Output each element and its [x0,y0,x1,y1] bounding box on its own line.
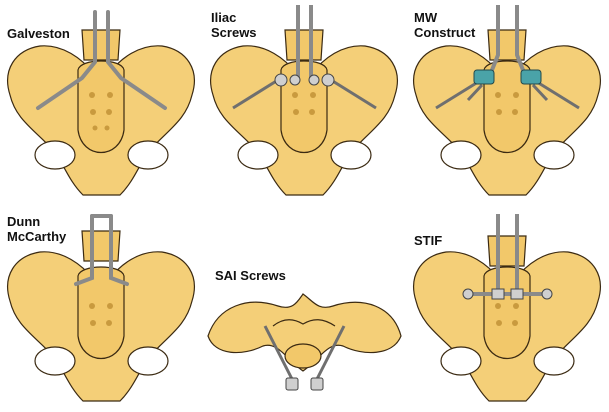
panel-stif: STIF [406,206,609,412]
screw-heads [285,377,324,391]
pelvis-bone [7,230,195,402]
technique-label: Iliac Screws [211,10,257,40]
sai-screws [263,325,346,382]
pelvis-mw-drawing [413,5,601,196]
pelvis-bone-axial [207,293,402,372]
stif-rods [468,214,547,296]
pelvis-dunn-drawing [7,214,195,402]
pelvis-bone [413,235,601,402]
sacral-foramina [495,303,519,326]
pelvis-bone [210,29,398,196]
dunn-mccarthy-rods [74,214,129,286]
pelvis-bone [7,29,195,196]
galveston-rods [36,10,167,110]
pelvis-stif-drawing [413,214,601,402]
panel-mw-construct: MW Construct [406,0,609,206]
pelvis-bone [413,29,601,196]
technique-label: MW Construct [414,10,476,40]
technique-label: Galveston [7,26,70,41]
rods [296,5,313,80]
pelvis-galveston-drawing [7,10,195,196]
panel-sai-screws: SAI Screws [203,206,406,412]
rods [488,5,527,76]
technique-label: STIF [414,233,443,248]
sacral-foramina [89,92,113,131]
panel-galveston: Galveston [0,0,203,206]
mw-connectors [473,69,542,85]
sacral-foramina [495,92,519,115]
technique-label: SAI Screws [215,268,286,283]
panel-dunn-mccarthy: Dunn McCarthy [0,206,203,412]
pelvis-iliac-drawing [210,5,398,196]
connectors [274,73,335,87]
technique-label: Dunn McCarthy [7,214,67,244]
iliac-screws [435,80,580,110]
panel-iliac-screws: Iliac Screws [203,0,406,206]
sacral-foramina [292,92,316,115]
stif-connectors [462,288,553,300]
pelvis-sai-drawing [207,293,402,391]
iliac-screws [232,78,377,110]
sacral-foramina [89,303,113,326]
